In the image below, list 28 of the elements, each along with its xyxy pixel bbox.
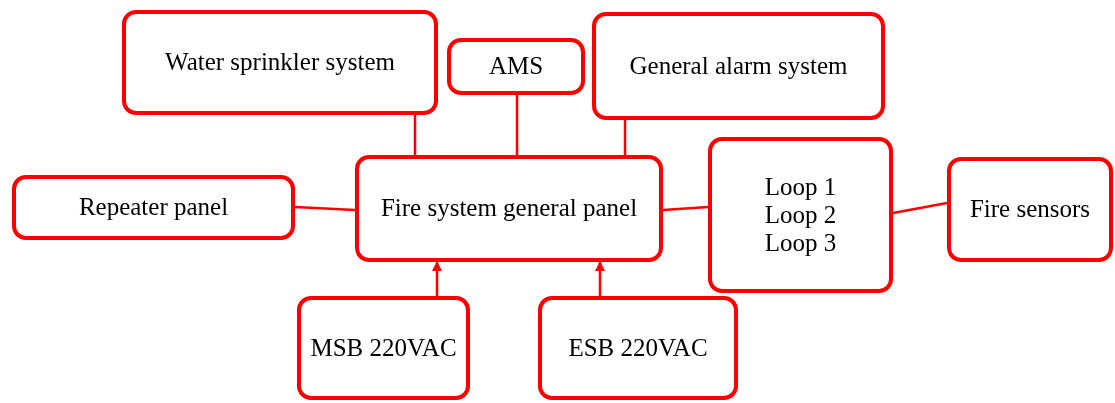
process-box — [12, 175, 295, 240]
connector-line — [413, 115, 417, 155]
process-box — [447, 38, 585, 95]
box-label: Repeater panel — [78, 194, 229, 221]
connector-line — [662, 205, 709, 212]
box-label: Fire sensors — [969, 196, 1091, 223]
arrow — [432, 261, 442, 296]
process-box — [297, 296, 470, 400]
connector-line — [294, 205, 356, 212]
connector-line — [623, 120, 627, 155]
connector-line — [515, 95, 519, 155]
process-box — [355, 155, 663, 262]
box-label: Fire system general panel — [380, 195, 638, 222]
box-label: Loop 1 — [764, 173, 837, 200]
box-label: Loop 2 — [764, 201, 837, 229]
connector-line — [892, 201, 948, 215]
process-box — [122, 10, 438, 115]
process-box — [592, 12, 885, 120]
process-box — [708, 137, 893, 293]
process-box — [947, 157, 1113, 262]
box-label: MSB 220VAC — [310, 334, 457, 362]
box-label: General alarm system — [629, 52, 848, 80]
arrow — [595, 261, 605, 296]
box-label: Water sprinkler system — [165, 49, 395, 76]
box-label: ESB 220VAC — [568, 334, 708, 362]
box-label: Loop 3 — [764, 230, 837, 257]
process-box — [538, 296, 738, 400]
box-label: AMS — [488, 53, 544, 80]
